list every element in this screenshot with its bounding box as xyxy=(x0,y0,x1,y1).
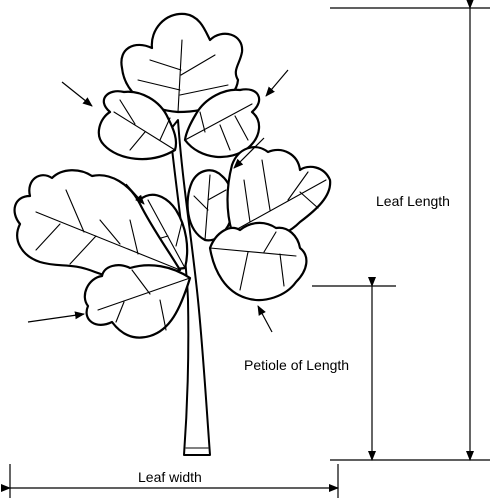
petiole-length-dimension xyxy=(312,286,396,460)
leaf-length-label: Leaf Length xyxy=(376,193,450,209)
leaf-width-label: Leaf width xyxy=(138,469,202,485)
leaf-length-dimension xyxy=(330,8,490,460)
petiole-length-label: Petiole of Length xyxy=(244,357,349,373)
leaflet-lower-left xyxy=(85,265,190,337)
leaflet-right-middle xyxy=(228,147,331,239)
leaflet-big-right xyxy=(210,223,306,300)
